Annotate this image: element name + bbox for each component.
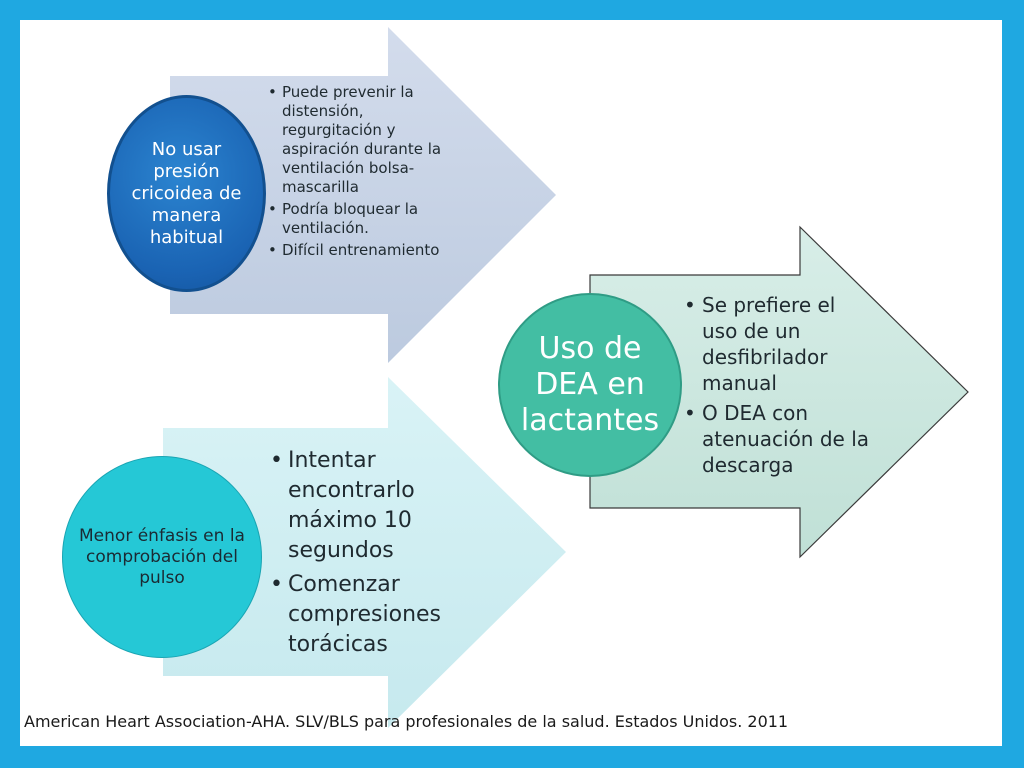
node-bullets-pulse: Intentar encontrarlo máximo 10 segundos … [270,446,470,664]
bullet-item: Podría bloquear la ventilación. [268,200,468,238]
node-label-dea: Uso de DEA en lactantes [520,331,660,438]
node-circle-cricoid: No usar presión cricoidea de manera habi… [107,95,266,292]
bullet-item: Difícil entrenamiento [268,241,468,260]
bullet-item: Se prefiere el uso de un desfibrilador m… [684,292,874,396]
bullet-item: Intentar encontrarlo máximo 10 segundos [270,446,470,566]
node-bullets-dea: Se prefiere el uso de un desfibrilador m… [684,292,874,482]
node-label-cricoid: No usar presión cricoidea de manera habi… [131,138,242,248]
bullet-item: Comenzar compresiones torácicas [270,570,470,660]
node-label-pulse: Menor énfasis en la comprobación del pul… [79,525,245,588]
slide: No usar presión cricoidea de manera habi… [20,20,1002,746]
bullet-item: O DEA con atenuación de la descarga [684,400,874,478]
node-circle-pulse: Menor énfasis en la comprobación del pul… [62,456,262,658]
source-footnote: American Heart Association-AHA. SLV/BLS … [24,712,789,731]
bullet-item: Puede prevenir la distensión, regurgitac… [268,83,468,197]
node-circle-dea: Uso de DEA en lactantes [498,293,682,477]
node-bullets-cricoid: Puede prevenir la distensión, regurgitac… [268,83,468,263]
